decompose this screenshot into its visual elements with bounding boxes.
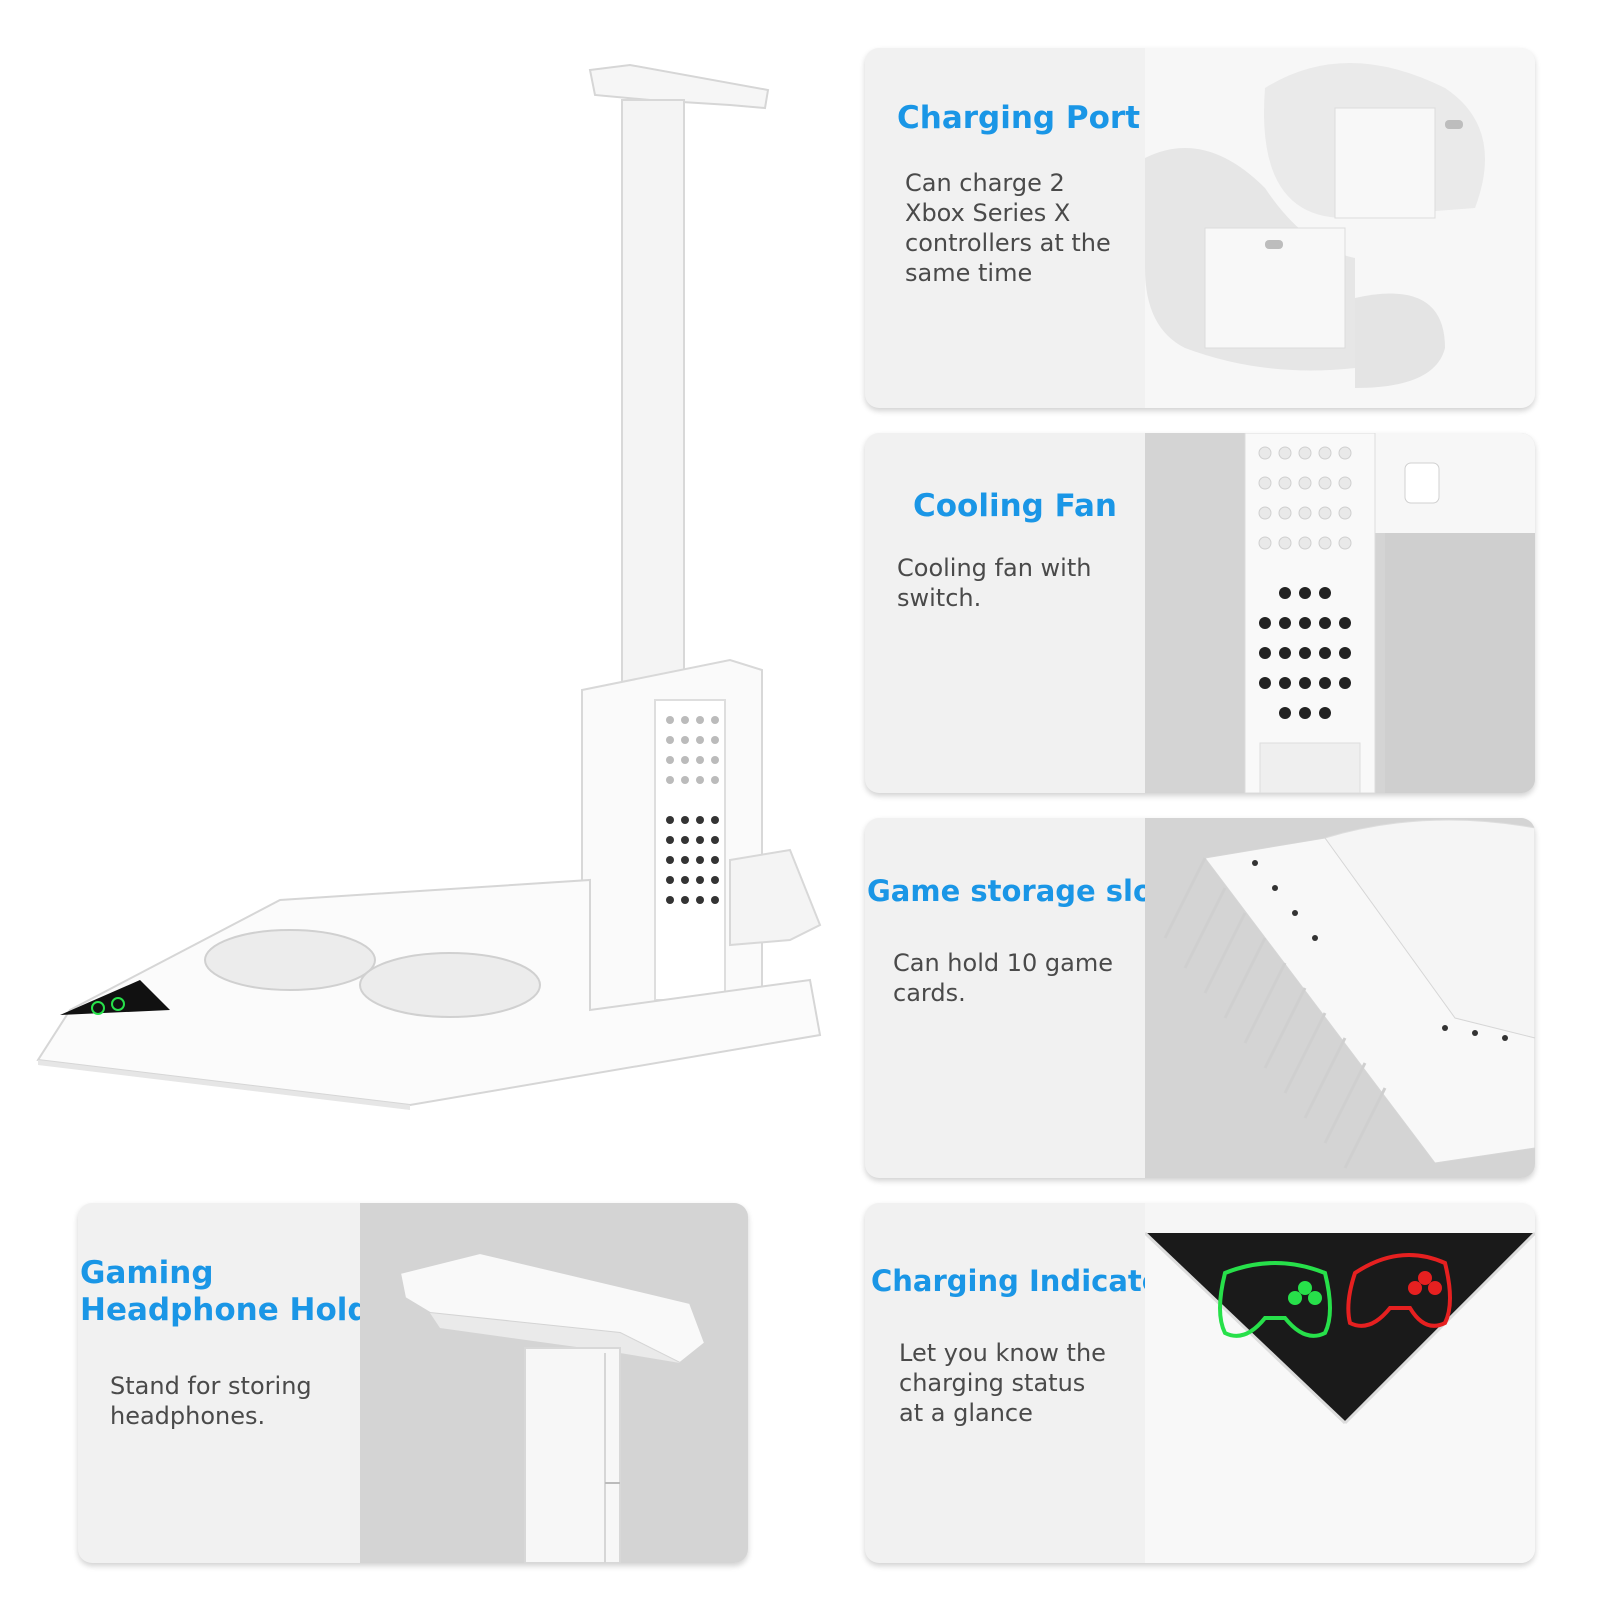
headphone-holder-title: Gaming Headphone Holder <box>80 1255 406 1328</box>
headphone-holder-description: Stand for storing headphones. <box>110 1372 312 1430</box>
game-storage-photo <box>1145 818 1535 1178</box>
feature-card-charging-indicator: Charging Indicator Let you know the char… <box>865 1203 1535 1563</box>
game-storage-title: Game storage slot <box>867 874 1167 908</box>
charging-port-title: Charging Port <box>897 100 1141 136</box>
cooling-fan-title: Cooling Fan <box>913 488 1117 524</box>
green-controller-icon <box>1218 1261 1332 1338</box>
feature-card-cooling-fan: Cooling Fan Cooling fan with switch. <box>865 433 1535 793</box>
game-storage-description: Can hold 10 game cards. <box>893 949 1113 1007</box>
charging-indicator-description: Let you know the charging status at a gl… <box>899 1339 1106 1427</box>
red-controller-icon <box>1346 1253 1452 1328</box>
headphone-holder-photo <box>360 1203 748 1563</box>
charging-indicator-title: Charging Indicator <box>871 1264 1176 1298</box>
product-main-image <box>30 60 850 1140</box>
charging-indicator-photo <box>1145 1203 1535 1563</box>
feature-card-charging-port: Charging Port Can charge 2 Xbox Series X… <box>865 48 1535 408</box>
cooling-fan-photo <box>1145 433 1535 793</box>
cooling-fan-description: Cooling fan with switch. <box>897 554 1092 612</box>
feature-card-headphone-holder: Gaming Headphone Holder Stand for storin… <box>78 1203 748 1563</box>
charging-port-description: Can charge 2 Xbox Series X controllers a… <box>905 169 1111 287</box>
feature-card-game-storage: Game storage slot Can hold 10 game cards… <box>865 818 1535 1178</box>
charging-port-photo <box>1145 48 1535 408</box>
